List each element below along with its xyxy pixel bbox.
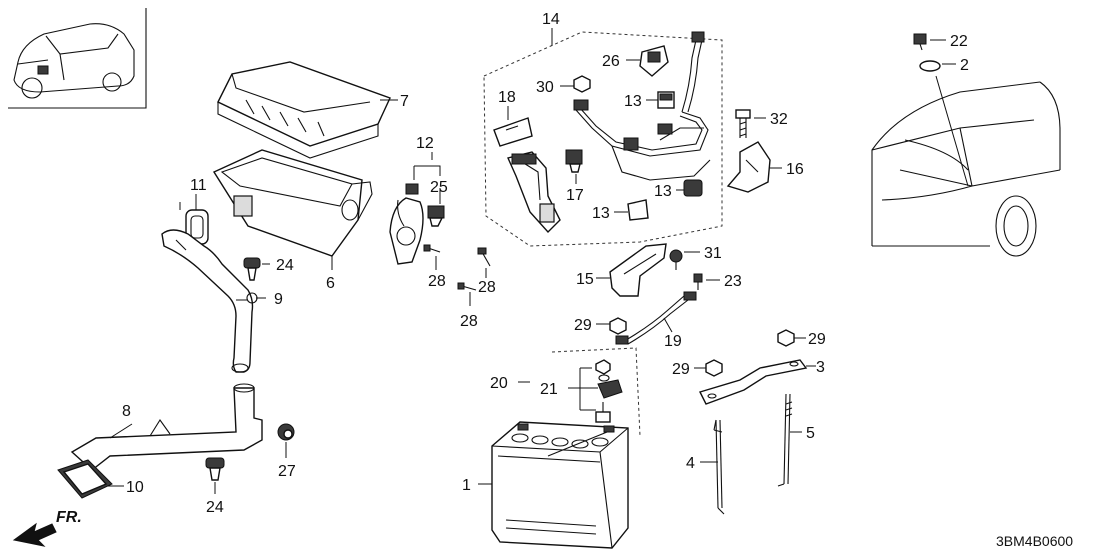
callout-6: 6 bbox=[326, 275, 335, 292]
callout-3: 3 bbox=[816, 359, 825, 376]
duct-seal bbox=[57, 459, 124, 499]
callout-28-a: 28 bbox=[428, 273, 446, 290]
vehicle-hood-view bbox=[871, 75, 1061, 257]
air-duct bbox=[70, 383, 263, 471]
callout-20: 20 bbox=[490, 375, 508, 392]
screw-28-c bbox=[457, 282, 477, 306]
battery-tray-box bbox=[212, 149, 373, 270]
screw-28-a bbox=[423, 244, 441, 270]
callout-16: 16 bbox=[786, 161, 804, 178]
callout-2: 2 bbox=[960, 57, 969, 74]
bracket-16 bbox=[726, 141, 782, 193]
callout-24-lower: 24 bbox=[206, 499, 224, 516]
fuse-box bbox=[507, 151, 561, 234]
callout-26: 26 bbox=[602, 53, 620, 70]
relay-26 bbox=[626, 45, 669, 77]
leader-lines bbox=[179, 152, 433, 210]
washer-2 bbox=[919, 60, 956, 72]
clip-13-b bbox=[676, 179, 703, 197]
screw-28-b bbox=[477, 247, 491, 278]
hold-down-rod-5 bbox=[777, 393, 802, 487]
ground-cable-19 bbox=[615, 291, 697, 345]
callout-10: 10 bbox=[126, 479, 144, 496]
callout-15: 15 bbox=[576, 271, 594, 288]
clip-13-c bbox=[614, 199, 649, 221]
nut-29-a bbox=[596, 317, 627, 335]
wire-harness bbox=[573, 31, 711, 181]
callout-29-b: 29 bbox=[672, 361, 690, 378]
screw-23 bbox=[693, 273, 720, 290]
terminal-cover-15 bbox=[596, 243, 667, 297]
sensor-harness bbox=[389, 165, 445, 265]
callout-12: 12 bbox=[416, 135, 434, 152]
callout-17: 17 bbox=[566, 187, 584, 204]
callout-31: 31 bbox=[704, 245, 722, 262]
battery-box-cover bbox=[217, 61, 398, 159]
callout-8: 8 bbox=[122, 403, 131, 420]
terminal-group-outline bbox=[518, 347, 641, 437]
callout-4: 4 bbox=[686, 455, 695, 472]
clip-upper bbox=[243, 257, 270, 281]
terminal-cover bbox=[493, 106, 533, 147]
callout-18: 18 bbox=[498, 89, 516, 106]
callout-13-a: 13 bbox=[624, 93, 642, 110]
clip-13-a bbox=[646, 91, 675, 109]
nut-29-b bbox=[694, 359, 723, 377]
callout-24-upper: 24 bbox=[276, 257, 294, 274]
connector-17 bbox=[565, 149, 583, 184]
callout-14: 14 bbox=[542, 11, 560, 28]
callout-5: 5 bbox=[806, 425, 815, 442]
front-marker-label: FR. bbox=[56, 509, 82, 526]
callout-1: 1 bbox=[462, 477, 471, 494]
front-arrow-icon bbox=[12, 522, 57, 547]
callout-11: 11 bbox=[190, 177, 207, 194]
callout-28-b: 28 bbox=[478, 279, 496, 296]
nut-30 bbox=[560, 75, 591, 93]
vehicle-locator-thumbnail bbox=[8, 8, 147, 109]
clip-27 bbox=[277, 423, 295, 458]
callout-28-c: 28 bbox=[460, 313, 478, 330]
callout-32: 32 bbox=[770, 111, 788, 128]
bolt-32 bbox=[735, 109, 766, 138]
callout-30: 30 bbox=[536, 79, 554, 96]
diagram-code: 3BM4B0600 bbox=[996, 533, 1073, 549]
battery bbox=[478, 421, 629, 549]
harness-group-outline bbox=[483, 28, 723, 247]
callout-23: 23 bbox=[724, 273, 742, 290]
callout-25: 25 bbox=[430, 179, 448, 196]
bolt-31 bbox=[669, 249, 700, 270]
callout-13-c: 13 bbox=[592, 205, 610, 222]
callout-21: 21 bbox=[540, 381, 558, 398]
hold-down-rod-4 bbox=[700, 419, 725, 515]
callout-19: 19 bbox=[664, 333, 682, 350]
hold-down-bracket bbox=[699, 359, 816, 405]
callout-29-c: 29 bbox=[808, 331, 826, 348]
callout-29-a: 29 bbox=[574, 317, 592, 334]
callout-13-b: 13 bbox=[654, 183, 672, 200]
callout-9: 9 bbox=[274, 291, 283, 308]
callout-27: 27 bbox=[278, 463, 296, 480]
callout-22: 22 bbox=[950, 33, 968, 50]
terminal-set-21 bbox=[568, 359, 623, 423]
callout-7: 7 bbox=[400, 93, 409, 110]
intake-tube bbox=[161, 229, 266, 373]
bolt-22 bbox=[913, 33, 946, 51]
nut-29-c bbox=[777, 329, 806, 347]
clip-lower bbox=[205, 457, 225, 494]
